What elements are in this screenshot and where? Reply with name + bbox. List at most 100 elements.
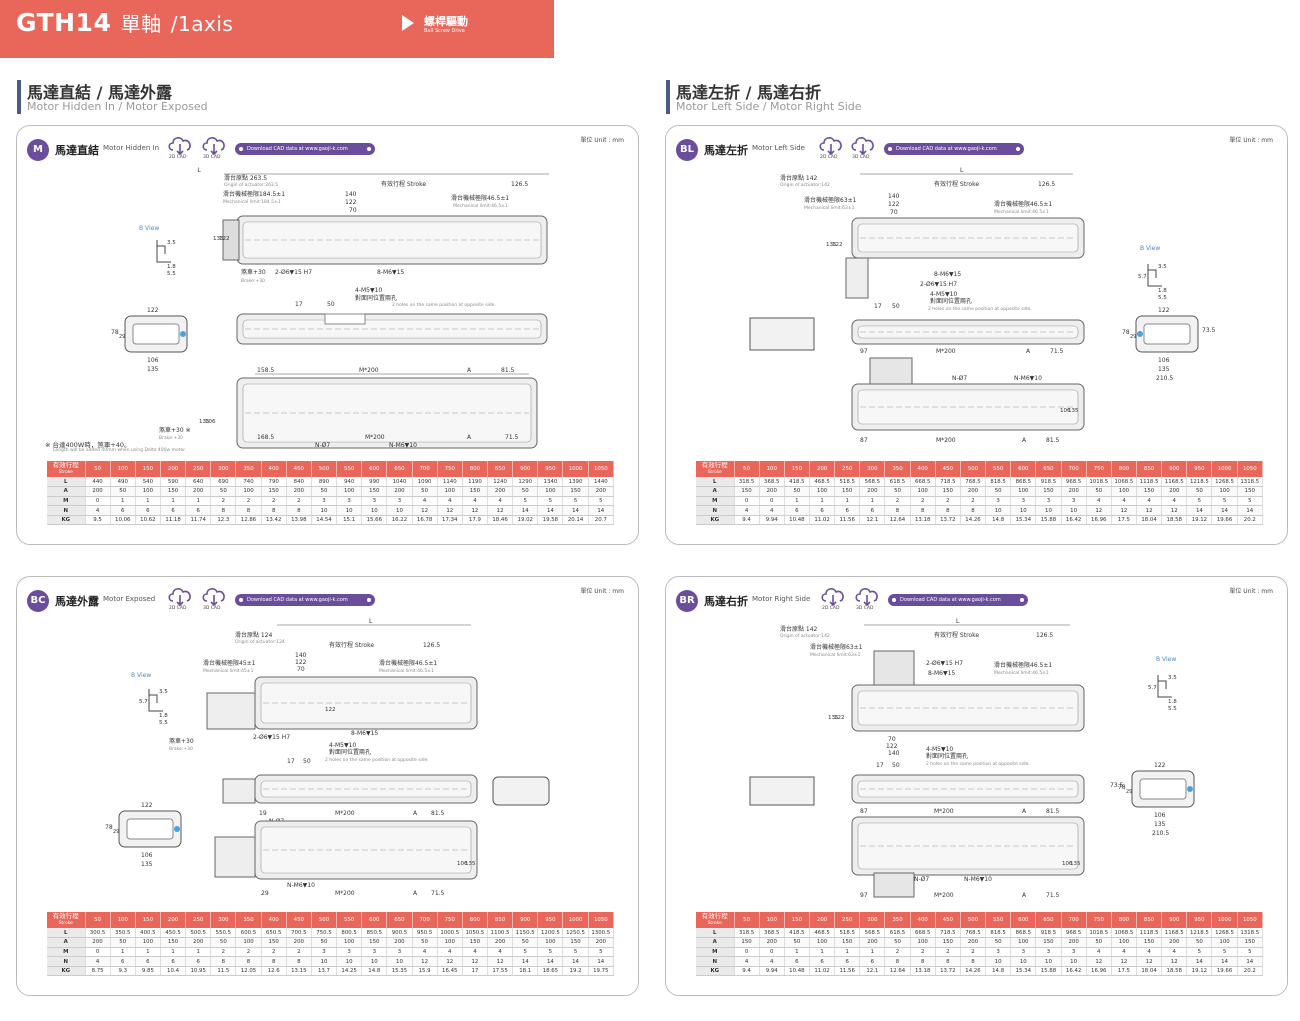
table-cell: 150 (834, 486, 861, 497)
sensor-marker (174, 826, 180, 832)
stroke-column-header: 800 (462, 461, 489, 477)
row-label: N (47, 505, 86, 516)
table-cell: 50 (1086, 486, 1112, 497)
dimension-label: B View (139, 225, 159, 232)
dimension-label: 78 (1122, 329, 1130, 336)
sensor-marker (180, 331, 186, 337)
table-cell: 19.2 (562, 966, 589, 977)
table-cell: 100 (809, 486, 836, 497)
row-label: L (47, 928, 86, 939)
dimension-label: 135 (199, 419, 210, 425)
table-cell: 12 (1111, 956, 1138, 967)
table-cell: 20.2 (1237, 515, 1264, 526)
table-cell: 650.5 (261, 928, 287, 939)
stroke-column-header: 900 (1161, 912, 1188, 928)
type-badge: BR (676, 590, 698, 612)
stroke-column-header: 450 (286, 461, 312, 477)
table-cell: 3 (361, 947, 388, 958)
cad-3d-download-icon[interactable] (850, 134, 876, 156)
end-view-inner (1139, 778, 1187, 800)
table-cell: 1090 (412, 477, 438, 488)
dimension-label: 4-M5▼10 (926, 746, 953, 753)
table-cell: 1150.5 (512, 928, 539, 939)
stroke-column-header: 350 (884, 912, 911, 928)
table-cell: 12.64 (884, 966, 911, 977)
stroke-column-header: 350 (235, 912, 262, 928)
table-cell: 8 (261, 505, 287, 516)
cad-3d-download-icon[interactable] (201, 134, 227, 156)
table-cell: 490 (110, 477, 136, 488)
stroke-column-header: 400 (910, 912, 936, 928)
section-bar (17, 80, 21, 114)
table-cell: 4 (85, 956, 111, 967)
table-cell: 790 (261, 477, 287, 488)
cad-2d-download-icon[interactable] (818, 134, 844, 156)
dimension-label: M*200 (934, 892, 954, 899)
dimension-label: Brake:+30 (159, 435, 183, 441)
table-cell: 8 (235, 505, 262, 516)
row-label: L (696, 928, 735, 939)
dimension-label: 122 (147, 307, 159, 314)
table-cell: 2 (910, 496, 936, 507)
dimension-label: 滑台原點 263.5 (224, 174, 267, 182)
table-cell: 5 (1211, 947, 1238, 958)
cad-2d-download-icon[interactable] (167, 585, 193, 607)
dimension-label: 煞車+30 ※ (159, 426, 191, 434)
dimension-label: 50 (892, 762, 900, 769)
cad-2d-download-icon[interactable] (820, 585, 846, 607)
table-cell: 12.05 (235, 966, 262, 977)
table-cell: 8 (210, 505, 237, 516)
row-label: KG (696, 966, 735, 977)
unit-label: 單位 Unit : mm (1229, 137, 1273, 144)
dimension-label: 煞車+30 (169, 737, 194, 745)
dimension-label: 17 (876, 762, 884, 769)
type-badge: M (27, 139, 49, 161)
motor-block (214, 836, 256, 878)
table-cell: 968.5 (1061, 928, 1087, 939)
table-cell: 6 (135, 956, 161, 967)
stroke-column-header: 50 (85, 912, 111, 928)
stroke-column-header: 450 (935, 461, 961, 477)
dimension-label: Origin of actuator:142 (780, 633, 830, 639)
stroke-column-header: 150 (135, 912, 161, 928)
dimension-label: 4-M5▼10 (930, 291, 957, 298)
table-cell: 100 (1211, 486, 1238, 497)
table-cell: 1168.5 (1161, 477, 1188, 488)
table-cell: 1 (135, 947, 161, 958)
table-cell: 15.66 (361, 515, 388, 526)
download-cad-link[interactable]: Download CAD data at www.gaoji-k.com (888, 594, 1028, 606)
table-cell: 150 (734, 486, 760, 497)
dimension-label: A (1026, 348, 1031, 355)
stroke-column-header: 950 (1186, 912, 1213, 928)
table-cell: 318.5 (734, 928, 760, 939)
table-cell: 8 (960, 956, 987, 967)
dimension-label: Mechanical limit:46.5±1 (453, 203, 508, 209)
download-cad-link[interactable]: Download CAD data at www.gaoji-k.com (235, 143, 375, 155)
cad-3d-download-icon[interactable] (854, 585, 880, 607)
table-cell: 368.5 (759, 928, 785, 939)
download-cad-link[interactable]: Download CAD data at www.gaoji-k.com (884, 143, 1024, 155)
table-cell: 19.02 (512, 515, 539, 526)
table-cell: 2 (235, 947, 262, 958)
panel-title: 馬達直結 (55, 144, 99, 157)
table-cell: 6 (135, 505, 161, 516)
table-cell: 12 (1111, 505, 1138, 516)
table-cell: 13.98 (286, 515, 312, 526)
dimension-label: M*200 (359, 367, 379, 374)
dimension-label: B View (1140, 245, 1160, 252)
dimension-label: 5.5 (159, 720, 168, 726)
table-cell: 4 (1111, 947, 1138, 958)
table-cell: 12 (1136, 505, 1163, 516)
download-cad-link[interactable]: Download CAD data at www.gaoji-k.com (235, 594, 375, 606)
table-cell: 100 (336, 486, 363, 497)
stroke-column-header: 550 (336, 461, 363, 477)
table-cell: 12 (1086, 956, 1112, 967)
table-cell: 868.5 (1010, 477, 1037, 488)
table-cell: 13.72 (935, 966, 961, 977)
cad-2d-download-icon[interactable] (167, 134, 193, 156)
table-cell: 12 (1136, 956, 1163, 967)
cad-3d-download-icon[interactable] (201, 585, 227, 607)
table-cell: 10 (1010, 956, 1037, 967)
